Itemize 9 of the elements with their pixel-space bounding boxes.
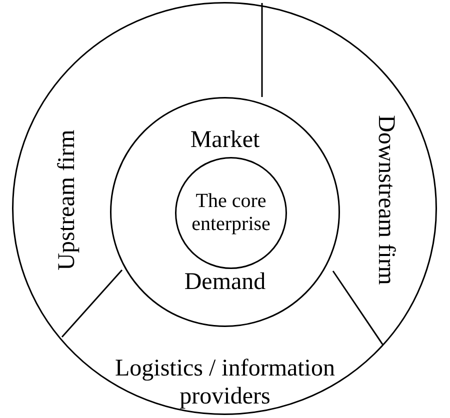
bottom-label: Demand [183,269,267,297]
inner-circle [175,157,287,269]
outer-circle [12,2,437,415]
ring-segment-label: Upstream firm [54,130,82,270]
ring-segment-label: Logistics / information providers [80,355,370,411]
ring-segment-label: Downstream firm [371,115,399,285]
middle-circle [110,97,340,327]
top-label: Market [189,127,261,155]
node-label: The core enterprise [190,190,272,236]
